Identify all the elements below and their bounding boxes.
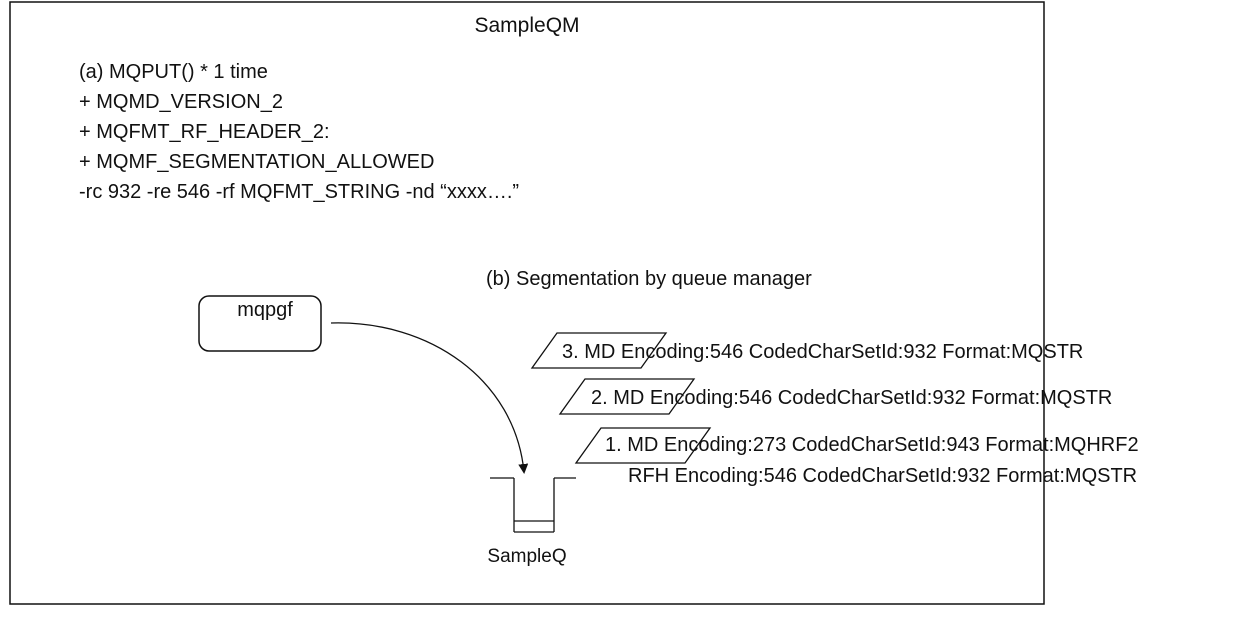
queue-manager-frame <box>9 1 1045 605</box>
message-2-label: 2. MD Encoding:546 CodedCharSetId:932 Fo… <box>591 387 1112 409</box>
queue-manager-title: SampleQM <box>474 14 579 37</box>
queue-label: SampleQ <box>487 546 566 567</box>
put-option-line: + MQMF_SEGMENTATION_ALLOWED <box>79 151 434 173</box>
message-1-label: 1. MD Encoding:273 CodedCharSetId:943 Fo… <box>605 434 1139 456</box>
put-arrow <box>330 322 529 474</box>
message-3-label: 3. MD Encoding:546 CodedCharSetId:932 Fo… <box>562 341 1083 363</box>
segmentation-label: (b) Segmentation by queue manager <box>486 268 812 290</box>
message-3-shape <box>530 332 668 369</box>
put-option-line: + MQFMT_RF_HEADER_2: <box>79 121 330 143</box>
put-option-line: -rc 932 -re 546 -rf MQFMT_STRING -nd “xx… <box>79 181 519 203</box>
put-option-line: (a) MQPUT() * 1 time <box>79 61 268 83</box>
message-1-rfh-label: RFH Encoding:546 CodedCharSetId:932 Form… <box>628 465 1137 487</box>
message-1-shape <box>574 427 712 464</box>
message-2-shape <box>558 378 696 415</box>
put-options-block: (a) MQPUT() * 1 time + MQMD_VERSION_2 + … <box>79 61 519 203</box>
put-option-line: + MQMD_VERSION_2 <box>79 91 283 113</box>
program-label: mqpgf <box>237 299 293 321</box>
program-box <box>198 295 322 352</box>
queue-icon <box>490 477 576 533</box>
